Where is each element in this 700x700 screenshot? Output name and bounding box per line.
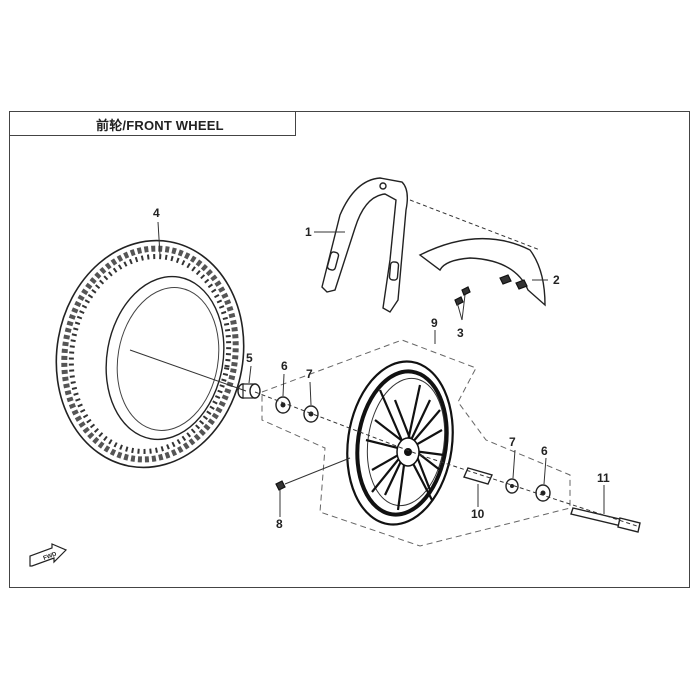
axis-line-left (129, 349, 247, 392)
axle-spacer (463, 467, 493, 485)
callout-4: 4 (153, 206, 160, 220)
callout-8: 8 (276, 517, 283, 531)
bolt-axis-line (284, 457, 351, 485)
callout-2: 2 (553, 273, 560, 287)
callout-6-left: 6 (281, 359, 288, 373)
callout-6-right: 6 (541, 444, 548, 458)
tire (55, 239, 245, 469)
callout-5: 5 (246, 351, 253, 365)
diagram-title: 前轮/FRONT WHEEL (96, 118, 224, 133)
callout-1: 1 (305, 225, 312, 239)
callout-9: 9 (431, 316, 438, 330)
callout-7-left: 7 (306, 367, 313, 381)
fwd-arrow-icon: FWD (29, 543, 68, 567)
fwd-label: FWD (43, 551, 59, 562)
callout-10: 10 (471, 507, 485, 521)
axle (570, 507, 641, 533)
callout-7-right: 7 (509, 435, 516, 449)
fender (418, 237, 546, 307)
axis-line-right (419, 454, 641, 528)
valve-bolt (275, 480, 286, 491)
fender-bracket (321, 177, 409, 313)
spacer-left (237, 383, 261, 399)
callout-11: 11 (597, 471, 610, 485)
leader-lines (157, 221, 605, 517)
wheel-assembly-outline (261, 339, 571, 547)
title-box (9, 111, 296, 136)
bracket-axis-line (409, 199, 541, 251)
diagram-frame (9, 111, 690, 588)
callout-3: 3 (457, 326, 464, 340)
wheel-rim (346, 360, 454, 526)
axis-line-center (254, 391, 421, 456)
